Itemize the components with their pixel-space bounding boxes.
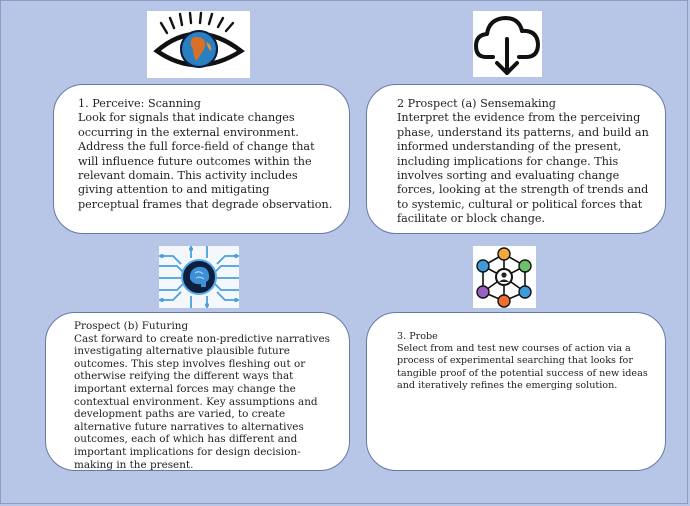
card-probe: 3. Probe Select from and test new course… [366,312,666,471]
card-prospect-sensemaking: 2 Prospect (a) Sensemaking Interpret the… [366,84,666,234]
card-prospect-futuring: Prospect (b) Futuring Cast forward to cr… [45,312,350,471]
card-title: Prospect (b) Futuring [74,320,189,332]
card-title: 2 Prospect (a) Sensemaking [397,97,556,110]
card-title: 3. Probe [397,331,438,342]
cloud-download-icon [473,11,542,77]
card-body: Interpret the evidence from the perceivi… [397,111,649,226]
eye-globe-icon [147,11,250,78]
card-body: Cast forward to create non-predictive na… [74,332,330,471]
card-body: Look for signals that indicate changes o… [78,111,333,211]
card-perceive-scanning: 1. Perceive: Scanning Look for signals t… [53,84,350,234]
people-network-icon [473,246,536,308]
card-body: Select from and test new courses of acti… [397,343,648,391]
card-title: 1. Perceive: Scanning [78,97,201,110]
brain-circuit-icon [159,246,239,308]
